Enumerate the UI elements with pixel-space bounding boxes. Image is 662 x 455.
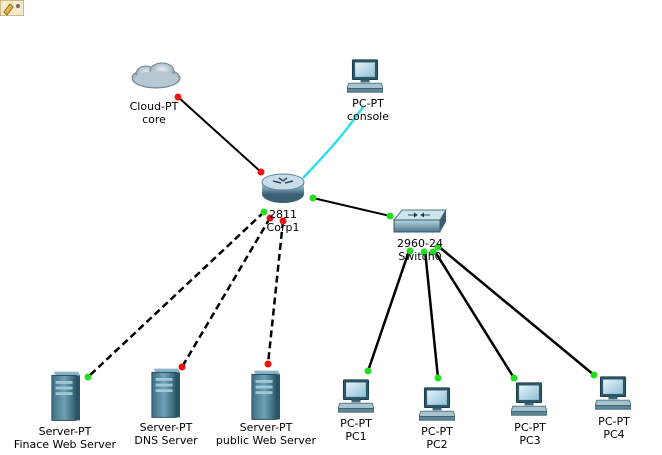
pc3-type: PC-PT — [514, 421, 546, 434]
pc4-type: PC-PT — [598, 415, 630, 428]
cloud-type: Cloud-PT — [129, 100, 179, 113]
server-public-label: Server-PT public Web Server — [216, 421, 316, 447]
pc2-name: PC2 — [426, 438, 448, 451]
server-finance-label: Server-PT Finace Web Server — [14, 425, 116, 451]
cloud-core-icon[interactable] — [131, 62, 181, 89]
link-console-router[interactable] — [302, 106, 365, 179]
server-finance-icon[interactable] — [51, 371, 80, 421]
server-finance-name: Finace Web Server — [13, 438, 117, 451]
link-switch-pc1[interactable] — [366, 247, 412, 372]
port-dot-pc3 — [510, 374, 518, 382]
port-dot-public — [264, 360, 272, 368]
switch-name: Switch0 — [398, 250, 442, 263]
server-dns-label: Server-PT DNS Server — [134, 421, 197, 447]
link-router-public[interactable] — [266, 220, 285, 365]
pc1-icon[interactable] — [338, 379, 374, 413]
server-public-name: public Web Server — [215, 434, 317, 447]
pc2-type: PC-PT — [421, 425, 453, 438]
link-router-dns[interactable] — [180, 217, 272, 368]
pencil-tool-icon[interactable] — [0, 0, 25, 17]
console-type: PC-PT — [352, 97, 384, 110]
server-public-icon[interactable] — [251, 370, 280, 420]
link-switch-pc3[interactable] — [432, 249, 516, 379]
pc3-label: PC-PT PC3 — [514, 421, 546, 447]
port-dot-finance — [84, 373, 92, 381]
pc3-icon[interactable] — [511, 382, 547, 416]
pc4-icon[interactable] — [595, 376, 631, 410]
port-dot-router-cloud — [257, 168, 265, 176]
link-router-finance[interactable] — [87, 211, 265, 378]
pc2-icon[interactable] — [419, 387, 455, 421]
router-corp1-icon[interactable] — [261, 173, 305, 203]
port-dot-router-public — [279, 217, 287, 225]
port-dot-cloud — [174, 93, 182, 101]
link-router-switch[interactable] — [312, 197, 391, 217]
server-dns-type: Server-PT — [139, 421, 193, 434]
console-label: PC-PT console — [347, 97, 389, 123]
switch-switch0-icon[interactable] — [392, 209, 447, 233]
console-name: console — [346, 110, 390, 123]
pc4-name: PC4 — [603, 428, 625, 441]
switch-type: 2960-24 — [397, 237, 443, 250]
pc-console-icon[interactable] — [347, 59, 383, 93]
link-switch-pc2[interactable] — [423, 249, 440, 379]
router-label: 2811 Corp1 — [267, 208, 300, 234]
port-dot-switch-pc4 — [434, 243, 442, 251]
pc3-name: PC3 — [519, 434, 541, 447]
router-name: Corp1 — [266, 221, 300, 234]
pc4-label: PC-PT PC4 — [598, 415, 630, 441]
pc1-label: PC-PT PC1 — [340, 417, 372, 443]
port-status-lights — [84, 93, 598, 382]
link-switch-pc4[interactable] — [437, 245, 595, 376]
port-dot-router-dns — [266, 214, 274, 222]
server-dns-name: DNS Server — [134, 434, 198, 447]
port-dot-switch-pc3 — [429, 248, 437, 256]
port-dot-pc1 — [364, 367, 372, 375]
switch-label: 2960-24 Switch0 — [397, 237, 443, 263]
router-type: 2811 — [268, 208, 297, 221]
port-dot-pc4 — [590, 371, 598, 379]
pc1-name: PC1 — [345, 430, 367, 443]
server-dns-icon[interactable] — [151, 368, 180, 418]
cloud-name: core — [142, 113, 166, 126]
port-dot-switch-router — [386, 212, 394, 220]
link-cloud-router[interactable] — [177, 96, 262, 173]
server-finance-type: Server-PT — [38, 425, 92, 438]
pc2-label: PC-PT PC2 — [421, 425, 453, 451]
port-dot-switch-pc2 — [420, 248, 428, 256]
port-dot-pc2 — [434, 374, 442, 382]
port-dot-router-finance — [260, 208, 268, 216]
port-dot-switch-pc1 — [406, 247, 414, 255]
port-dot-dns — [178, 363, 186, 371]
port-dot-router-switch — [309, 194, 317, 202]
links — [87, 96, 595, 379]
cloud-label: Cloud-PT core — [130, 100, 179, 126]
pc1-type: PC-PT — [340, 417, 372, 430]
server-public-type: Server-PT — [239, 421, 293, 434]
